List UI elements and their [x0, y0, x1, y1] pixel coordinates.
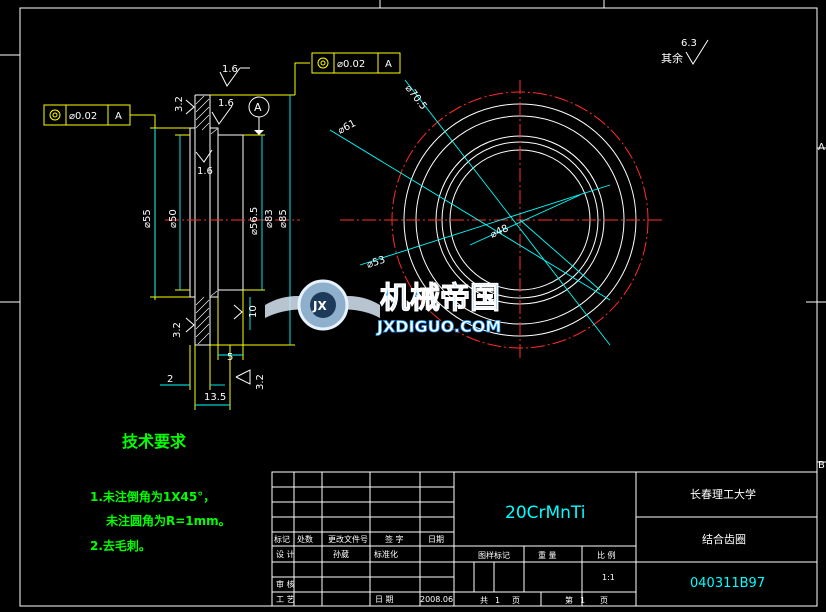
hdr-date2: 日 期 [375, 595, 394, 604]
roughness-side: 1.6 [197, 166, 213, 177]
tol-top-datum: A [385, 59, 392, 70]
hdr-sheet: 第 [565, 595, 573, 605]
roughness-left-bottom: 3.2 [172, 322, 183, 338]
designer: 孙葳 [333, 549, 349, 559]
hdr-change-doc: 更改文件号 [328, 534, 368, 544]
material: 20CrMnTi [505, 503, 586, 523]
hdr-mark: 标记 [274, 534, 290, 544]
dim-13-5: 13.5 [204, 392, 226, 403]
general-roughness-text: 其余 [661, 51, 683, 65]
sheet-no: 1 [580, 596, 585, 605]
tol-left-datum: A [115, 111, 122, 122]
hdr-pages-1: 页 [512, 596, 520, 605]
technical-notes: 技术要求 1.未注倒角为1X45°， 未注圆角为R=1mm。 2.去毛刺。 [90, 432, 231, 553]
roughness-symbols: 1.6 1.6 1.6 3.2 3.2 3.2 [172, 64, 266, 390]
hdr-qty: 处数 [297, 534, 313, 544]
general-roughness: 其余 6.3 [661, 38, 709, 65]
hdr-signature: 签 字 [385, 534, 404, 544]
dim-d50: ⌀50 [168, 209, 179, 228]
dim-d85: ⌀85 [278, 209, 289, 228]
section-dimensions: ⌀55 ⌀50 ⌀56.5 ⌀83 ⌀85 10 5 2 13.5 [142, 207, 289, 403]
roughness-left-top: 3.2 [174, 96, 185, 112]
hdr-stage-mark: 图样标记 [478, 550, 510, 560]
datum-marker: A [248, 96, 270, 135]
dim-d55: ⌀55 [142, 209, 153, 228]
hdr-date: 日期 [428, 535, 444, 544]
hdr-pages-2: 页 [600, 596, 608, 605]
front-view-dimensions: ⌀70.5 ⌀61 ⌀53 ⌀48 [336, 83, 510, 271]
dim-d48: ⌀48 [489, 223, 511, 241]
tol-left-value: ⌀0.02 [69, 111, 97, 122]
dim-d83: ⌀83 [264, 209, 275, 228]
scale-value: 1:1 [602, 573, 615, 582]
section-view [130, 62, 310, 410]
hdr-weight: 重 量 [538, 550, 557, 560]
general-roughness-value: 6.3 [681, 38, 697, 49]
dim-2: 2 [167, 374, 173, 385]
dim-d61: ⌀61 [336, 118, 358, 137]
note-1: 1.未注倒角为1X45°， [90, 489, 215, 504]
dim-d70-5: ⌀70.5 [403, 83, 429, 112]
front-view [329, 79, 662, 360]
hdr-std: 标准化 [374, 549, 398, 559]
school-name: 长春理工大学 [690, 487, 756, 501]
tolerance-frame-top: ⌀0.02 A [311, 52, 401, 74]
border-mark-b: B [818, 460, 825, 471]
hdr-design: 设 计 [276, 549, 295, 559]
date-value: 2008.06 [420, 595, 453, 604]
roughness-bottom: 3.2 [255, 374, 266, 390]
note-2: 2.去毛刺。 [90, 538, 151, 553]
dim-d53: ⌀53 [366, 255, 387, 271]
watermark-logo-text: JX [312, 299, 327, 313]
watermark: JX 机械帝国 JXDIGUO.COM [265, 279, 502, 336]
roughness-inner: 1.6 [218, 98, 234, 109]
watermark-title: 机械帝国 [380, 281, 500, 316]
roughness-top: 1.6 [222, 64, 238, 75]
notes-title: 技术要求 [122, 432, 187, 451]
tol-top-value: ⌀0.02 [337, 59, 365, 70]
hdr-review: 审 核 [276, 579, 295, 589]
hdr-scale: 比 例 [597, 550, 616, 560]
border-mark-a: A [818, 142, 825, 153]
hatch-top [195, 95, 218, 135]
title-block [271, 471, 818, 607]
tolerance-frame-left: ⌀0.02 A [43, 104, 131, 126]
hatch-bottom [195, 290, 218, 345]
part-name: 结合齿圈 [702, 532, 746, 546]
drawing-number: 040311B97 [690, 576, 765, 591]
sheet-total: 1 [495, 596, 500, 605]
title-block-text: 20CrMnTi 长春理工大学 结合齿圈 040311B97 标记 处数 更改文… [274, 487, 765, 605]
hdr-total: 共 [480, 596, 488, 605]
dim-d56-5: ⌀56.5 [249, 207, 260, 235]
dim-10: 10 [248, 305, 259, 318]
hdr-process: 工 艺 [276, 595, 295, 604]
datum-label: A [254, 101, 262, 114]
watermark-url: JXDIGUO.COM [376, 317, 501, 336]
note-1b: 未注圆角为R=1mm。 [105, 513, 231, 528]
dim-5: 5 [227, 352, 233, 363]
